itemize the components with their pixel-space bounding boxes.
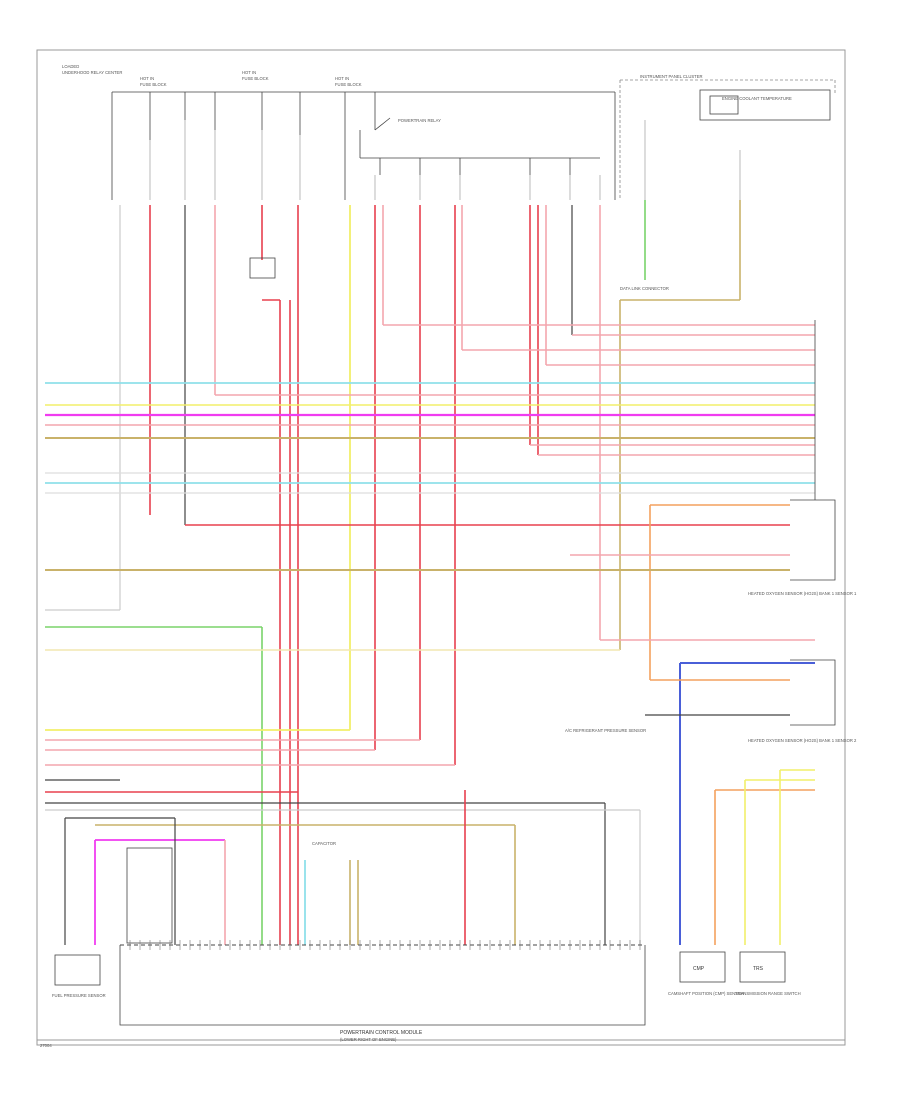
trs-box <box>739 951 786 983</box>
camshaft-sensor-label: CAMSHAFT POSITION (CMP) SENSOR <box>668 991 744 996</box>
hot-in-label-3: HOT IN <box>335 76 349 81</box>
gauge-inner-box <box>709 95 739 115</box>
fuse-block-label-3: FUSE BLOCK <box>335 82 362 87</box>
ecm-location-label: (LOWER RIGHT OF ENGINE) <box>340 1037 397 1042</box>
pcm-connector <box>119 944 646 1026</box>
underhood-relay-label: UNDERHOOD RELAY CENTER <box>62 70 122 75</box>
heated-o2-sensor-1-label: HEATED OXYGEN SENSOR (HO2S) BANK 1 SENSO… <box>748 591 857 596</box>
capacitor-label: CAPACITOR <box>312 841 336 846</box>
cmp-sensor-box <box>679 951 726 983</box>
trs-box-label: TRS <box>753 966 764 972</box>
diagram-footer-band <box>36 1039 846 1046</box>
powertrain-relay-label: POWERTRAIN RELAY <box>398 118 441 123</box>
engine-coolant-label: ENGINE COOLANT TEMPERATURE <box>722 96 792 101</box>
diagram-frame <box>36 49 846 1046</box>
hot-in-label-1: HOT IN <box>140 76 154 81</box>
pcm-label: POWERTRAIN CONTROL MODULE <box>340 1030 423 1036</box>
pcm-pins <box>129 940 641 950</box>
trans-range-switch-label: TRANSMISSION RANGE SWITCH <box>735 991 801 996</box>
hot-in-label-2: HOT IN <box>242 70 256 75</box>
loaded-label: LOADED <box>62 64 79 69</box>
fuse-block-label-2: FUSE BLOCK <box>242 76 269 81</box>
cmp-box-label: CMP <box>693 966 705 972</box>
fuse-stubs <box>149 120 741 200</box>
fuel-pressure-sensor-label: FUEL PRESSURE SENSOR <box>52 993 106 998</box>
data-link-connector-label: DATA LINK CONNECTOR <box>620 286 669 291</box>
vertical-wires <box>119 200 741 945</box>
top-bus-lines <box>111 79 836 200</box>
horizontal-wires <box>45 324 815 945</box>
splice-box <box>126 847 173 944</box>
gauge-box <box>699 89 831 121</box>
heated-o2-sensor-2-label: HEATED OXYGEN SENSOR (HO2S) BANK 1 SENSO… <box>748 738 857 743</box>
right-components <box>790 320 836 726</box>
fuel-pressure-sensor-box <box>54 954 101 986</box>
footer-reference: 27004 <box>40 1043 52 1048</box>
fuse-block-label-1: FUSE BLOCK <box>140 82 167 87</box>
instrument-panel-cluster-label: INSTRUMENT PANEL CLUSTER <box>640 74 703 79</box>
ac-pressure-sensor-label: A/C REFRIGERANT PRESSURE SENSOR <box>565 728 646 733</box>
relay-small-box <box>249 257 276 279</box>
